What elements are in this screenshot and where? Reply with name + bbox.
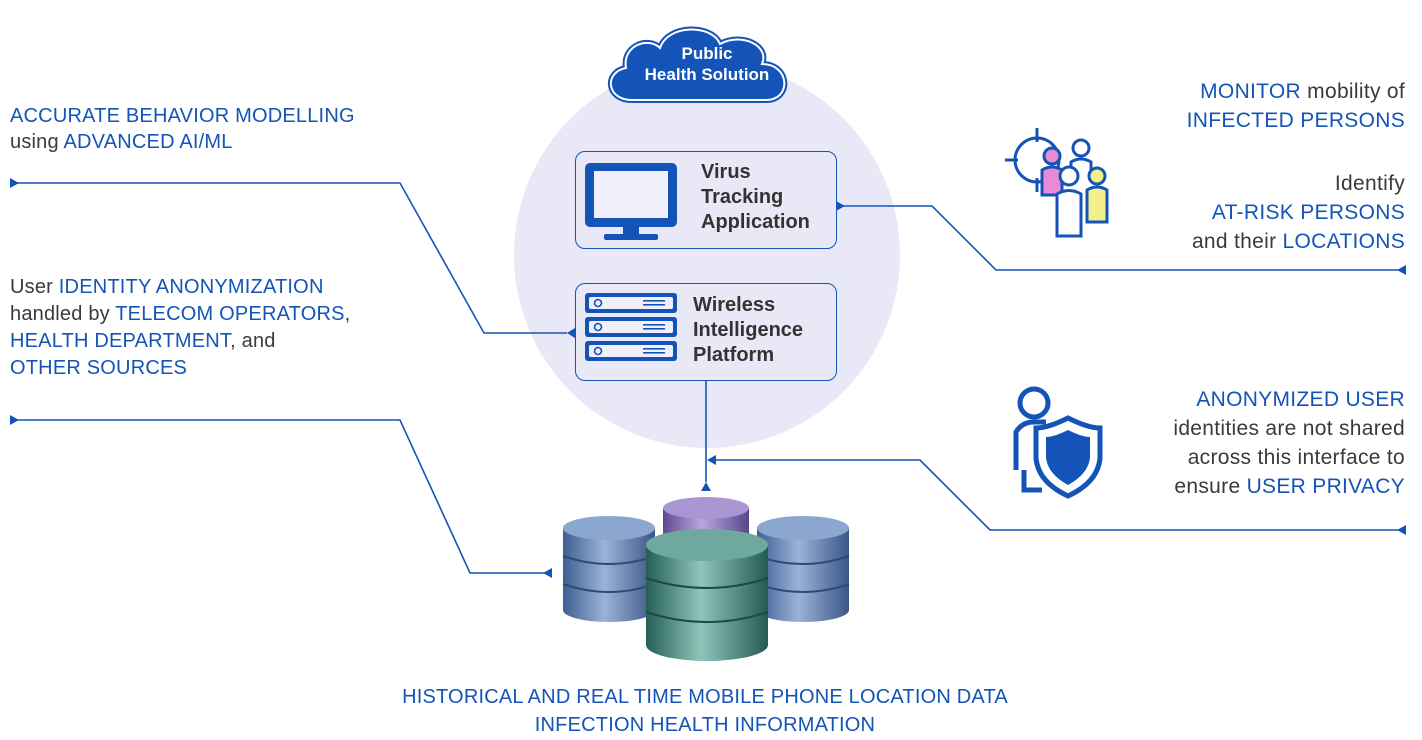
user-shield-icon (1013, 386, 1103, 499)
cloud-title-line1: Public (681, 44, 733, 63)
and-text: , and (230, 330, 276, 352)
at-risk-text: Identify AT-RISK PERSONS and their LOCAT… (1000, 169, 1405, 256)
identity-anonymization-title: IDENTITY ANONYMIZATION (58, 276, 324, 298)
virus-label-line3: Application (701, 211, 810, 233)
connector-lines (12, 182, 1405, 574)
using-text: using (10, 131, 64, 153)
ensure-text: ensure (1174, 475, 1247, 498)
locations-text: LOCATIONS (1282, 230, 1405, 253)
cloud-icon (607, 26, 788, 103)
mobility-of-text: mobility of (1301, 80, 1405, 103)
platform-label-line3: Platform (693, 344, 775, 366)
data-caption: HISTORICAL AND REAL TIME MOBILE PHONE LO… (300, 683, 1110, 739)
connector-arrows (10, 178, 1406, 578)
infected-persons-text: INFECTED PERSONS (1186, 109, 1405, 132)
telecom-operators-text: TELECOM OPERATORS (115, 303, 345, 325)
and-their-text: and their (1191, 230, 1283, 253)
virus-tracking-box (575, 151, 837, 249)
comma-text: , (344, 303, 351, 325)
database-icon (562, 497, 850, 661)
monitor-text: MONITOR (1200, 80, 1302, 103)
at-risk-persons-text: AT-RISK PERSONS (1211, 201, 1405, 224)
data-caption-line1: HISTORICAL AND REAL TIME MOBILE PHONE LO… (402, 686, 1008, 708)
cloud-title-line2: Health Solution (644, 65, 770, 84)
other-sources-text: OTHER SOURCES (10, 357, 188, 379)
platform-circle (514, 62, 900, 448)
identity-anonymization-text: User IDENTITY ANONYMIZATION handled by T… (10, 274, 430, 382)
identify-text: Identify (1334, 172, 1405, 195)
server-icon (585, 293, 677, 361)
user-privacy-text: ANONYMIZED USER identities are not share… (1000, 385, 1405, 501)
user-privacy-title: USER PRIVACY (1246, 475, 1405, 498)
advanced-aiml-text: ADVANCED AI/ML (63, 131, 233, 153)
people-target-icon (1005, 128, 1109, 238)
cloud-title: Public Health Solution (612, 43, 802, 85)
platform-label-line1: Wireless (693, 294, 776, 316)
monitor-icon (585, 163, 677, 240)
wireless-platform-box (575, 283, 837, 381)
data-caption-line2: INFECTION HEALTH INFORMATION (534, 714, 876, 736)
user-text: User (10, 276, 59, 298)
across-interface-text: across this interface to (1187, 446, 1405, 469)
wireless-platform-label: Wireless Intelligence Platform (693, 293, 803, 368)
behavior-modelling-title: ACCURATE BEHAVIOR MODELLING (10, 105, 355, 127)
behavior-modelling-text: ACCURATE BEHAVIOR MODELLING using ADVANC… (10, 103, 430, 155)
platform-label-line2: Intelligence (693, 319, 804, 341)
health-department-text: HEALTH DEPARTMENT (10, 330, 231, 352)
identities-text: identities are not shared (1173, 417, 1405, 440)
virus-label-line2: Tracking (701, 186, 784, 208)
anonymized-user-text: ANONYMIZED USER (1196, 388, 1405, 411)
monitor-mobility-text: MONITOR mobility of INFECTED PERSONS (1000, 77, 1405, 135)
virus-label-line1: Virus (701, 161, 751, 183)
virus-tracking-label: Virus Tracking Application (701, 160, 810, 235)
handled-by-text: handled by (10, 303, 116, 325)
